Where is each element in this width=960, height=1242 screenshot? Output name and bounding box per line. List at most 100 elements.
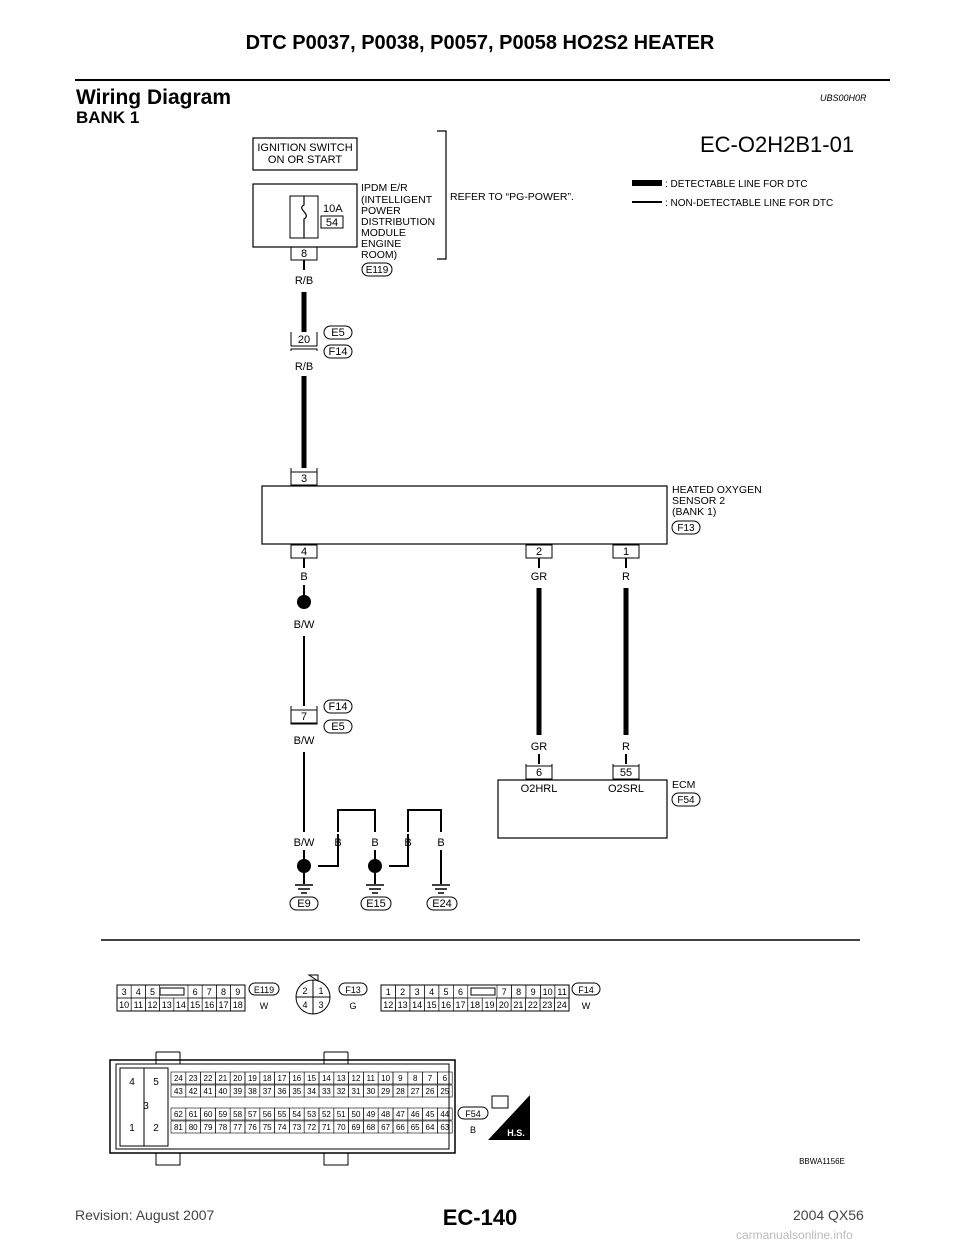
e119-id: E119: [254, 985, 274, 995]
section-subtitle: BANK 1: [76, 108, 140, 127]
e119-color: W: [260, 1001, 269, 1011]
figure-code: BBWA1156E: [799, 1157, 845, 1166]
f54-row4-pin: 69: [352, 1123, 361, 1132]
f54-row1-pin: 19: [248, 1074, 257, 1083]
ground-symbol-1: [295, 884, 313, 894]
f54-row2-pin: 28: [396, 1087, 405, 1096]
f54-row2-pin: 31: [352, 1087, 361, 1096]
f54-left-4: 1: [129, 1123, 135, 1134]
sensor-line1: HEATED OXYGEN: [672, 484, 762, 496]
f14-bot-pin: 20: [499, 1000, 509, 1010]
ground-e9: E9: [297, 898, 310, 910]
wire-rb-1: R/B: [295, 275, 313, 287]
f14-bot-pin: 18: [470, 1000, 480, 1010]
f54-row3-pin: 50: [352, 1110, 361, 1119]
f54-left-2: 5: [153, 1077, 159, 1088]
watermark: carmanualsonline.info: [736, 1228, 853, 1242]
header-rule: [75, 79, 890, 81]
e119-bot-pin: 11: [134, 1000, 143, 1010]
f14-bot-pin: 12: [383, 1000, 393, 1010]
f54-row1-pin: 20: [233, 1074, 242, 1083]
f54-row3-pin: 60: [204, 1110, 213, 1119]
wire-bw-2: B/W: [294, 735, 315, 747]
f14-id: F14: [578, 985, 594, 995]
f54-row1-pin: 16: [292, 1074, 301, 1083]
f54-row2-pin: 38: [248, 1087, 257, 1096]
e119-bot-pin: 14: [176, 1000, 186, 1010]
f54-row2-pin: 42: [189, 1087, 198, 1096]
wire-b: B: [300, 571, 307, 583]
f54-row1-pin: 14: [322, 1074, 331, 1083]
e119-top-pin: 8: [221, 987, 226, 997]
f14-top-pin: 3: [415, 987, 420, 997]
f54-left-1: 4: [129, 1077, 135, 1088]
sensor-pin-top: 3: [301, 473, 307, 485]
ipdm-line7: ROOM): [361, 249, 397, 261]
ecm-pin-r: 55: [620, 767, 632, 779]
f14-bot-cell: [554, 997, 570, 1012]
f54-row4-pin: 77: [233, 1123, 242, 1132]
ecm-box: [497, 779, 668, 839]
e119-bot-pin: 13: [162, 1000, 172, 1010]
f14-bot-pin: 17: [456, 1000, 466, 1010]
f54-row1-pin: 22: [204, 1074, 213, 1083]
f54-row4-pin: 72: [307, 1123, 316, 1132]
f54-row3-pin: 54: [292, 1110, 301, 1119]
joint2-c1: F14: [329, 701, 348, 713]
f13-pin-1: 2: [302, 986, 307, 996]
f54-row1-pin: 23: [189, 1074, 198, 1083]
section-title: Wiring Diagram: [76, 86, 231, 109]
refer-text: REFER TO “PG-POWER”.: [450, 191, 574, 203]
joint1-c1: E5: [331, 327, 344, 339]
f14-bot-pin: 21: [513, 1000, 523, 1010]
legend-non-detectable-swatch: [632, 201, 662, 203]
wire-gr-1: GR: [531, 571, 548, 583]
joint2-pin: 7: [301, 711, 307, 723]
ipdm-line3: POWER: [361, 205, 401, 217]
e119-bot-pin: 18: [233, 1000, 243, 1010]
gnd-wire-4: B: [437, 837, 444, 849]
f54-row1-pin: 11: [367, 1074, 376, 1083]
f54-row1-pin: 15: [307, 1074, 316, 1083]
footer-page: EC-140: [442, 1205, 518, 1230]
splice-dot-3: [368, 859, 382, 873]
f14-top-pin: 4: [429, 987, 434, 997]
f54-row1-pin: 21: [218, 1074, 227, 1083]
f13-pin-3: 4: [302, 1000, 307, 1010]
f54-row1-pin: 8: [413, 1074, 418, 1083]
gnd-wire-1: B: [334, 837, 341, 849]
f14-top-pin: 6: [458, 987, 463, 997]
f54-row2-pin: 30: [366, 1087, 375, 1096]
f54-row1-pin: 24: [174, 1074, 183, 1083]
f54-row2-pin: 34: [307, 1087, 316, 1096]
f54-row2-pin: 35: [292, 1087, 301, 1096]
f54-row3-pin: 45: [426, 1110, 435, 1119]
f54-row3-pin: 62: [174, 1110, 183, 1119]
f54-row2-pin: 43: [174, 1087, 183, 1096]
splice-dot-1: [297, 595, 311, 609]
f54-row4-pin: 66: [396, 1123, 405, 1132]
f54-row3-pin: 57: [248, 1110, 257, 1119]
f54-row3-pin: 52: [322, 1110, 331, 1119]
wire-bw-1: B/W: [294, 619, 315, 631]
ignition-line2: ON OR START: [268, 154, 342, 166]
hs-label: H.S.: [507, 1128, 525, 1138]
f14-top-pin: 10: [543, 987, 553, 997]
ipdm-line2: (INTELLIGENT: [361, 194, 433, 206]
wire-bw-3: B/W: [294, 837, 315, 849]
f54-row4-pin: 67: [381, 1123, 390, 1132]
f54-row2-pin: 32: [337, 1087, 346, 1096]
f54-row3-pin: 46: [411, 1110, 420, 1119]
e119-bot-pin: 15: [190, 1000, 200, 1010]
sensor-connector: F13: [677, 523, 695, 534]
connector-f13: 2 1 4 3 F13 G: [295, 974, 368, 1015]
e119-top-pin: 7: [207, 987, 212, 997]
ground-e15: E15: [366, 898, 386, 910]
f54-color: B: [470, 1125, 476, 1135]
e119-top-pin: 6: [193, 987, 198, 997]
f14-bot-pin: 13: [398, 1000, 408, 1010]
f54-row2-pin: 26: [426, 1087, 435, 1096]
